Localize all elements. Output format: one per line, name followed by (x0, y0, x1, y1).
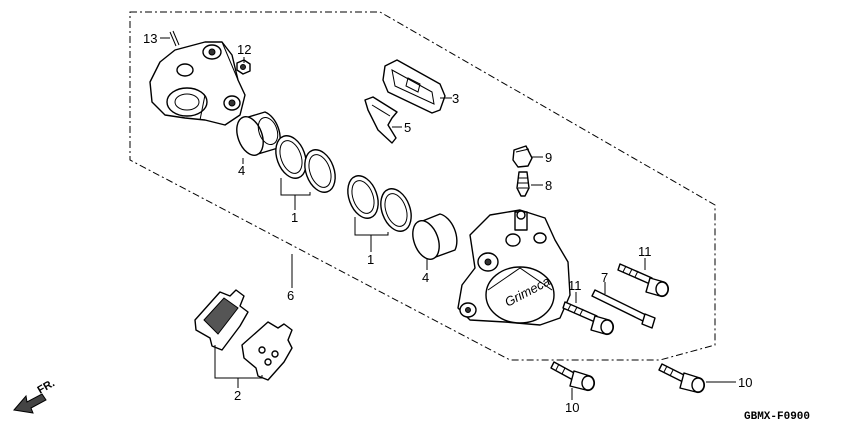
bolt-11-upper (617, 263, 669, 298)
callout-11-lower: 11 (568, 278, 582, 293)
piston-4-lower (412, 213, 458, 260)
pad-pin-7 (591, 289, 656, 329)
callout-2: 2 (234, 388, 241, 403)
callout-12: 12 (237, 42, 251, 57)
seal-1-lower (347, 175, 412, 232)
bleeder-cap-9 (512, 145, 533, 168)
front-direction-marker: FR. (13, 377, 57, 414)
assembly-boundary (129, 11, 716, 361)
pad-retainer-5 (364, 96, 398, 144)
bolt-10-left (550, 361, 595, 392)
callout-7: 7 (601, 270, 608, 285)
seal-1-upper (275, 135, 336, 193)
callout-3: 3 (452, 91, 459, 106)
callout-10-right: 10 (738, 375, 752, 390)
piston-4-upper (236, 111, 281, 156)
leader-lines (160, 37, 736, 400)
bolt-11-lower (562, 301, 614, 336)
brake-pad-right (241, 321, 293, 381)
bolt-10-right (658, 363, 705, 394)
bleeder-screw-8 (516, 171, 530, 197)
callout-5: 5 (404, 120, 411, 135)
callout-4-upper: 4 (238, 163, 245, 178)
diagram-code: GBMX-F0900 (744, 411, 810, 423)
callout-13: 13 (143, 31, 157, 46)
front-arrow-icon (13, 393, 47, 414)
pad-spring-3 (382, 59, 446, 114)
callout-9: 9 (545, 150, 552, 165)
callout-10-left: 10 (565, 400, 579, 415)
callout-6: 6 (287, 288, 294, 303)
callout-1-upper: 1 (291, 210, 298, 225)
front-label: FR. (36, 377, 57, 396)
callout-11-upper: 11 (638, 244, 652, 259)
pin-13 (169, 30, 180, 47)
brake-pad-left (194, 289, 249, 351)
callout-4-lower: 4 (422, 270, 429, 285)
callout-1-lower: 1 (367, 252, 374, 267)
caliper-body: Grimeca (457, 209, 571, 326)
caliper-bracket (149, 41, 246, 126)
callout-labels: 13 12 3 5 4 1 9 8 1 4 6 11 7 11 2 10 10 (143, 31, 752, 415)
callout-8: 8 (545, 178, 552, 193)
